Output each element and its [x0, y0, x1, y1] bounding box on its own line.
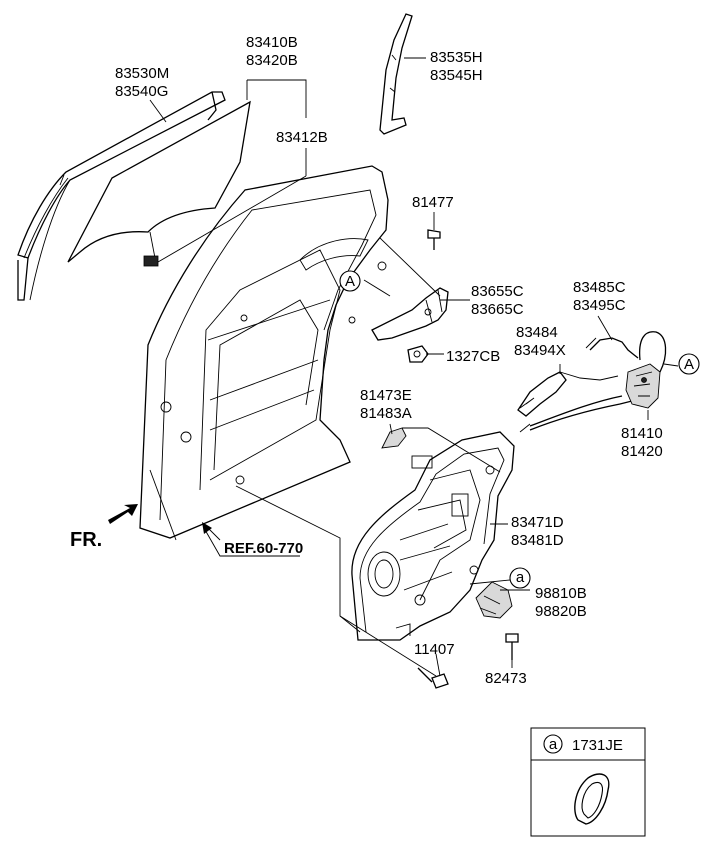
label-83485c: 83485C — [573, 279, 626, 296]
label-83535h: 83535H — [430, 49, 483, 66]
door-glass — [67, 100, 251, 267]
label-83412b: 83412B — [276, 129, 328, 146]
label-83665c: 83665C — [471, 301, 524, 318]
label-82473: 82473 — [485, 670, 527, 687]
callout-a-right: A — [678, 353, 700, 375]
part-labels: 83530M 83540G 83410B 83420B 83412B 83535… — [70, 34, 663, 687]
latch-cover — [381, 427, 407, 449]
label-83530m: 83530M — [115, 65, 169, 82]
label-83484: 83484 — [516, 324, 558, 341]
screw-81477 — [427, 229, 441, 250]
label-81410: 81410 — [621, 425, 663, 442]
grommet-icon — [574, 773, 610, 825]
bolt-82473 — [505, 633, 519, 660]
label-83481d: 83481D — [511, 532, 564, 549]
label-81420: 81420 — [621, 443, 663, 460]
callout-a-upper: A — [339, 270, 361, 292]
bolt-11407 — [417, 667, 449, 689]
window-motor — [475, 581, 513, 619]
latch-rod — [585, 331, 667, 373]
label-83471d: 83471D — [511, 514, 564, 531]
label-83655c: 83655C — [471, 283, 524, 300]
glass-run-channel — [17, 91, 226, 301]
release-cable — [517, 371, 637, 431]
label-ref: REF.60-770 — [224, 540, 303, 557]
ref-arrow — [202, 522, 300, 557]
label-1327cb: 1327CB — [446, 348, 500, 365]
door-latch — [625, 363, 661, 409]
label-front: FR. — [70, 529, 102, 551]
front-arrow — [108, 504, 138, 524]
label-11407: 11407 — [414, 641, 455, 658]
label-83494x: 83494X — [514, 342, 566, 359]
legend-part-no: 1731JE — [572, 737, 623, 754]
door-module-panel — [351, 431, 515, 641]
label-83495c: 83495C — [573, 297, 626, 314]
svg-text:a: a — [516, 569, 525, 586]
label-98820b: 98820B — [535, 603, 587, 620]
callout-small-a: a — [509, 567, 531, 589]
glass-rear-channel — [379, 13, 413, 135]
label-83410b: 83410B — [246, 34, 298, 51]
label-98810b: 98810B — [535, 585, 587, 602]
legend-box: a 1731JE — [530, 727, 646, 837]
outside-handle — [371, 287, 449, 341]
svg-text:A: A — [684, 356, 694, 373]
label-81477: 81477 — [412, 194, 454, 211]
nut-1327cb — [407, 345, 429, 363]
label-83545h: 83545H — [430, 67, 483, 84]
label-83420b: 83420B — [246, 52, 298, 69]
label-83540g: 83540G — [115, 83, 168, 100]
door-panel — [139, 165, 389, 541]
svg-text:A: A — [345, 273, 355, 290]
label-81483a: 81483A — [360, 405, 412, 422]
legend-key: a — [549, 736, 558, 753]
leader-lines — [149, 57, 679, 677]
label-81473e: 81473E — [360, 387, 412, 404]
